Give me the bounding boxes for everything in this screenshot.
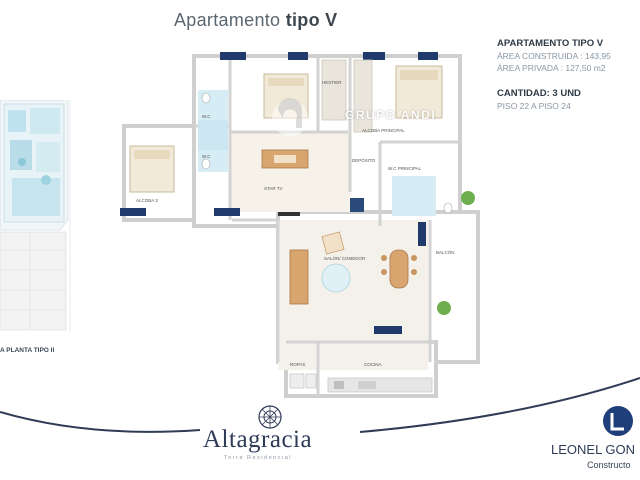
site-plan-mini [0,100,80,332]
altagracia-emblem-icon [258,405,282,429]
label-wc-1: W.C [202,114,211,119]
label-wc-2: W.C [202,154,211,159]
title-prefix: Apartamento [174,10,281,30]
area-construida: ÁREA CONSTRUIDA : 143,95 [497,51,611,61]
label-hestier: HESTIER [322,80,342,85]
title-suffix: tipo V [285,10,338,30]
site-plan-caption: A PLANTA TIPO II [0,347,55,354]
info-heading: APARTAMENTO TIPO V [497,38,604,49]
apartment-info: APARTAMENTO TIPO V ÁREA CONSTRUIDA : 143… [497,38,640,112]
leonel-logo-icon [598,404,638,438]
area-privada: ÁREA PRIVADA : 127,50 m2 [497,63,606,73]
label-alcoba-3: ALCOBA 3 [136,198,158,203]
footer-curves [0,377,640,433]
label-balcon: BALCÓN [436,249,455,255]
label-ropas: ROPAS [290,362,305,367]
watermark-text: GRUPO ANDI [345,108,437,122]
company-name: LEONEL GON [551,442,636,457]
label-cocina: COCINA [364,362,382,367]
label-deposito: DEPÓSITO [352,157,376,163]
label-wc-principal: W.C PRINCIPAL [388,166,422,171]
label-alcoba-principal: ALCOBA PRINCIPAL [362,128,405,133]
page-title: Apartamento tipo V [174,10,337,31]
cantidad: CANTIDAD: 3 UND [497,88,581,99]
brand-subtitle: Torre Residencial [224,455,292,461]
pisos: PISO 22 A PISO 24 [497,101,571,111]
floor-plan: W.C W.C ALCOBA 3 STAR TV HESTIER ALCOBA … [120,52,480,398]
brand-name: Altagracia [203,426,313,453]
company-subtitle: Constructo [587,460,631,470]
label-salon-comedor: SALÓN/ COMEDOR [324,255,366,261]
label-star-tv: STAR TV [264,186,283,191]
